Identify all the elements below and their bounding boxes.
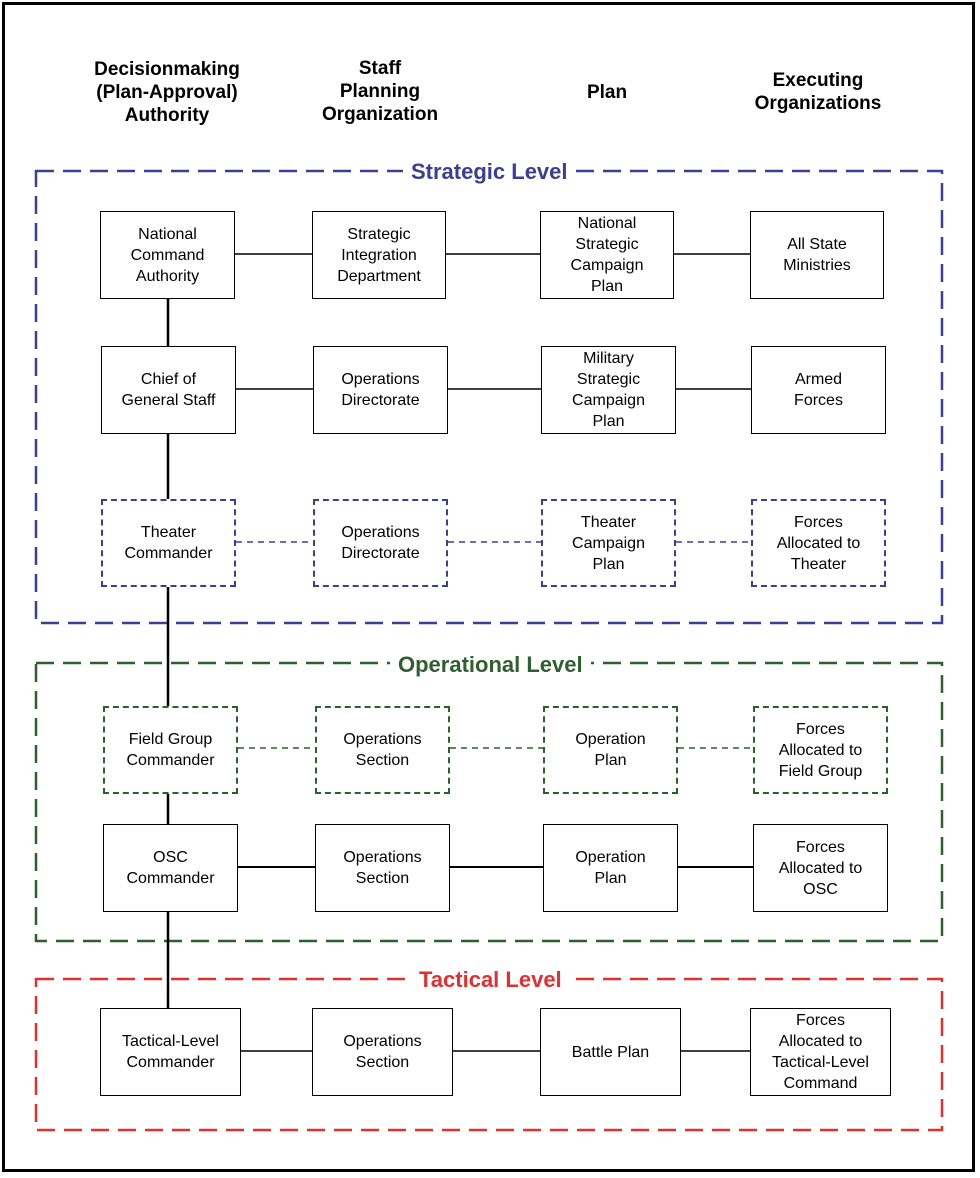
chief-of-general-staff-box: Chief of General Staff [101, 346, 236, 434]
all-state-ministries-box: All State Ministries [750, 211, 884, 299]
header-plan: Plan [586, 82, 628, 103]
forces-allocated-to-field-group-box: Forces Allocated to Field Group [753, 706, 888, 794]
operational-level-label: Operational Level [390, 652, 591, 678]
tactical-operations-section-box: Operations Section [312, 1008, 453, 1096]
operations-directorate-box: Operations Directorate [313, 346, 448, 434]
header-decisionmaking-authority: Decisionmaking (Plan-Approval) Authority [94, 59, 240, 126]
osc-operation-plan-box: Operation Plan [543, 824, 678, 912]
tactical-level-frame [34, 977, 944, 1132]
forces-allocated-to-tactical-level-command-box: Forces Allocated to Tactical-Level Comma… [750, 1008, 891, 1096]
header-staff-planning-organization: Staff Planning Organization [321, 58, 439, 125]
battle-plan-box: Battle Plan [540, 1008, 681, 1096]
strategic-level-label: Strategic Level [403, 159, 576, 185]
armed-forces-box: Armed Forces [751, 346, 886, 434]
strategic-level-frame [34, 169, 944, 625]
theater-commander-box: Theater Commander [101, 499, 236, 587]
national-command-authority-box: National Command Authority [100, 211, 235, 299]
national-strategic-campaign-plan-box: National Strategic Campaign Plan [540, 211, 674, 299]
field-group-operations-section-box: Operations Section [315, 706, 450, 794]
tactical-level-label: Tactical Level [411, 967, 570, 993]
forces-allocated-to-theater-box: Forces Allocated to Theater [751, 499, 886, 587]
osc-commander-box: OSC Commander [103, 824, 238, 912]
field-group-operation-plan-box: Operation Plan [543, 706, 678, 794]
header-executing-organizations: Executing Organizations [754, 70, 882, 114]
osc-operations-section-box: Operations Section [315, 824, 450, 912]
military-strategic-campaign-plan-box: Military Strategic Campaign Plan [541, 346, 676, 434]
field-group-commander-box: Field Group Commander [103, 706, 238, 794]
forces-allocated-to-osc-box: Forces Allocated to OSC [753, 824, 888, 912]
strategic-integration-department-box: Strategic Integration Department [312, 211, 446, 299]
tactical-level-commander-box: Tactical-Level Commander [100, 1008, 241, 1096]
theater-operations-directorate-box: Operations Directorate [313, 499, 448, 587]
theater-campaign-plan-box: Theater Campaign Plan [541, 499, 676, 587]
operational-level-frame [34, 661, 944, 943]
